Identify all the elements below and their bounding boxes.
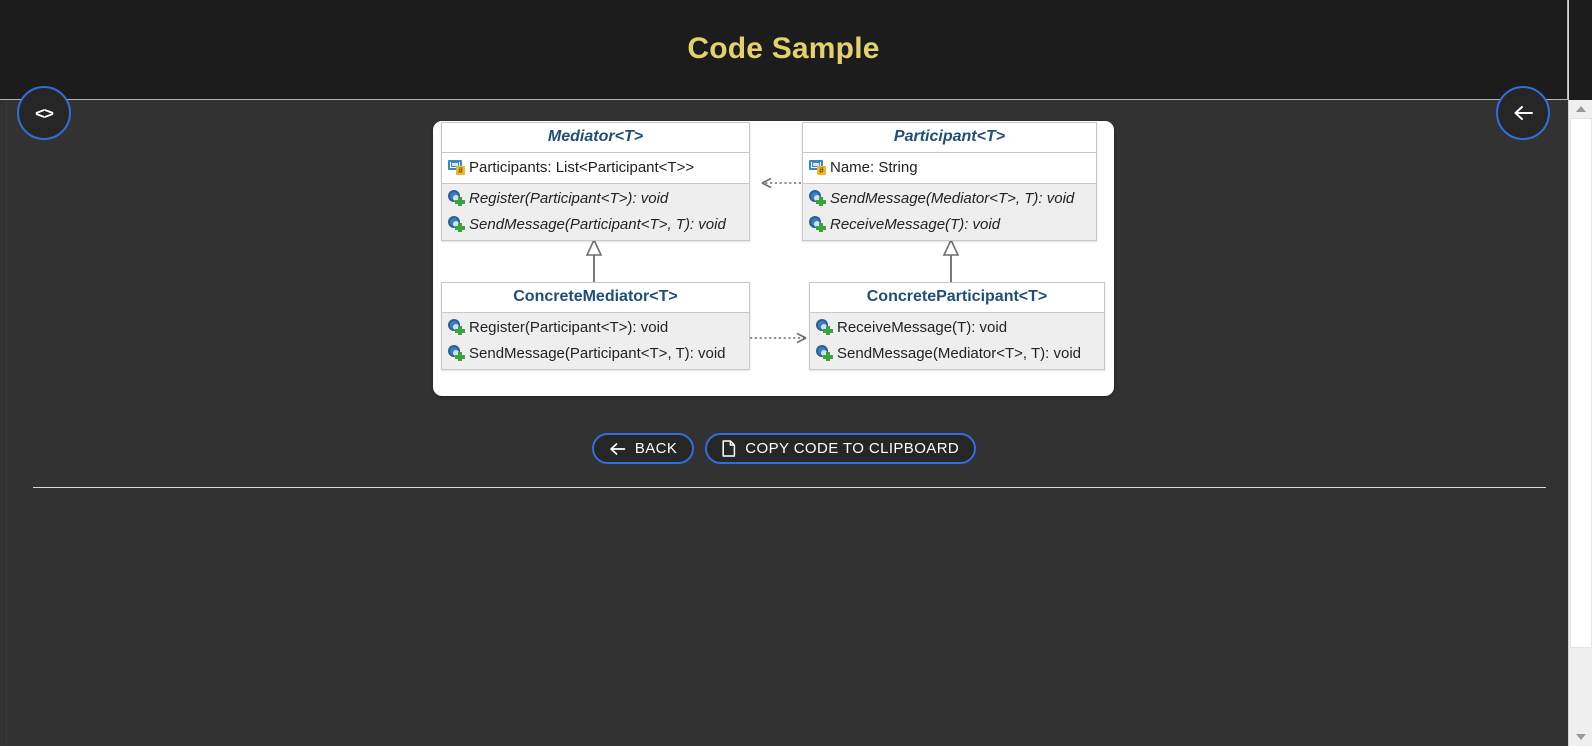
uml-method-row: SendMessage(Mediator<T>, T): void bbox=[810, 340, 1104, 366]
uml-class-title: Mediator<T> bbox=[442, 123, 749, 153]
uml-methods-section: Register(Participant<T>): void SendMessa… bbox=[442, 313, 749, 369]
uml-method-row: SendMessage(Participant<T>, T): void bbox=[442, 340, 749, 366]
scroll-up-arrow-icon[interactable] bbox=[1569, 100, 1592, 118]
method-icon bbox=[809, 216, 826, 232]
uml-class-title: ConcreteParticipant<T> bbox=[810, 283, 1104, 313]
method-icon bbox=[809, 190, 826, 206]
uml-method-row: ReceiveMessage(T): void bbox=[810, 314, 1104, 340]
action-bar: BACK COPY CODE TO CLIPBOARD bbox=[0, 433, 1568, 464]
uml-diagram-canvas: Mediator<T> # Participants: List<Partici… bbox=[433, 121, 1114, 396]
uml-method-row: Register(Participant<T>): void bbox=[442, 314, 749, 340]
uml-method-row: SendMessage(Mediator<T>, T): void bbox=[803, 185, 1096, 211]
vertical-scrollbar[interactable] bbox=[1568, 0, 1592, 746]
uml-method-row: SendMessage(Participant<T>, T): void bbox=[442, 211, 749, 237]
method-icon bbox=[448, 216, 465, 232]
uml-class-concrete-mediator[interactable]: ConcreteMediator<T> Register(Participant… bbox=[441, 282, 750, 370]
uml-method-row: ReceiveMessage(T): void bbox=[803, 211, 1096, 237]
scrollbar-thumb[interactable] bbox=[1570, 118, 1592, 648]
arrow-left-icon bbox=[609, 442, 626, 456]
property-icon: # bbox=[809, 159, 826, 175]
arrow-left-icon bbox=[1512, 104, 1534, 122]
uml-class-title: Participant<T> bbox=[803, 123, 1096, 153]
uml-field-row: # Participants: List<Participant<T>> bbox=[442, 154, 749, 180]
uml-methods-section: Register(Participant<T>): void SendMessa… bbox=[442, 184, 749, 240]
back-nav-button[interactable] bbox=[1496, 86, 1550, 140]
uml-diagram-card: Mediator<T> # Participants: List<Partici… bbox=[433, 121, 1114, 396]
back-button-label: BACK bbox=[634, 440, 678, 457]
scroll-down-arrow-icon[interactable] bbox=[1569, 728, 1592, 746]
scrollbar-top-filler bbox=[1569, 0, 1592, 100]
uml-methods-section: SendMessage(Mediator<T>, T): void Receiv… bbox=[803, 184, 1096, 240]
file-copy-icon bbox=[722, 440, 736, 457]
back-button[interactable]: BACK bbox=[591, 433, 695, 464]
property-icon: # bbox=[448, 159, 465, 175]
uml-field-row: # Name: String bbox=[803, 154, 1096, 180]
method-icon bbox=[816, 319, 833, 335]
content-divider bbox=[33, 487, 1546, 488]
method-icon bbox=[448, 190, 465, 206]
code-icon: <> bbox=[35, 103, 54, 123]
uml-methods-section: ReceiveMessage(T): void SendMessage(Medi… bbox=[810, 313, 1104, 369]
copy-code-button-label: COPY CODE TO CLIPBOARD bbox=[745, 440, 960, 457]
method-icon bbox=[816, 345, 833, 361]
uml-class-mediator[interactable]: Mediator<T> # Participants: List<Partici… bbox=[441, 122, 750, 241]
app-header: Code Sample bbox=[0, 0, 1568, 100]
method-icon bbox=[448, 345, 465, 361]
uml-method-row: Register(Participant<T>): void bbox=[442, 185, 749, 211]
uml-class-title: ConcreteMediator<T> bbox=[442, 283, 749, 313]
method-icon bbox=[448, 319, 465, 335]
left-edge-rule bbox=[6, 101, 7, 746]
page-title: Code Sample bbox=[687, 32, 880, 65]
uml-class-concrete-participant[interactable]: ConcreteParticipant<T> ReceiveMessage(T)… bbox=[809, 282, 1105, 370]
copy-code-button[interactable]: COPY CODE TO CLIPBOARD bbox=[705, 433, 977, 464]
uml-fields-section: # Participants: List<Participant<T>> bbox=[442, 153, 749, 184]
code-toggle-button[interactable]: <> bbox=[17, 86, 71, 140]
uml-fields-section: # Name: String bbox=[803, 153, 1096, 184]
uml-class-participant[interactable]: Participant<T> # Name: String SendM bbox=[802, 122, 1097, 241]
